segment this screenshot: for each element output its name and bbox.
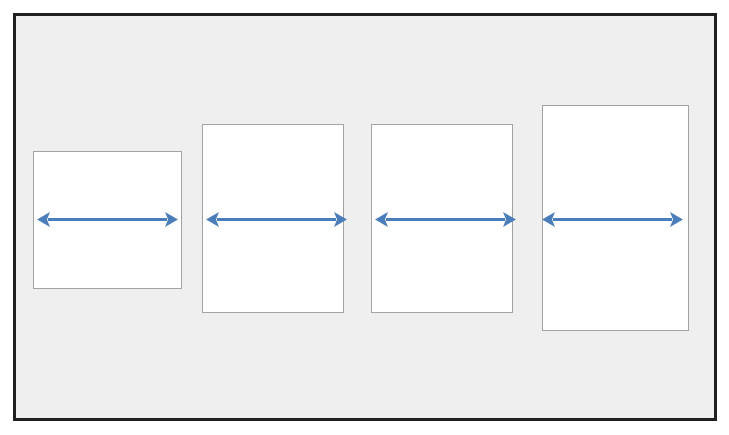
slide-surface[interactable] [16, 16, 714, 418]
slide-canvas-frame [13, 13, 717, 421]
shape-rectangle-2[interactable] [202, 124, 344, 313]
shape-rectangle-1[interactable] [33, 151, 182, 289]
shape-rectangle-4[interactable] [542, 105, 689, 331]
shape-rectangle-3[interactable] [371, 124, 513, 313]
